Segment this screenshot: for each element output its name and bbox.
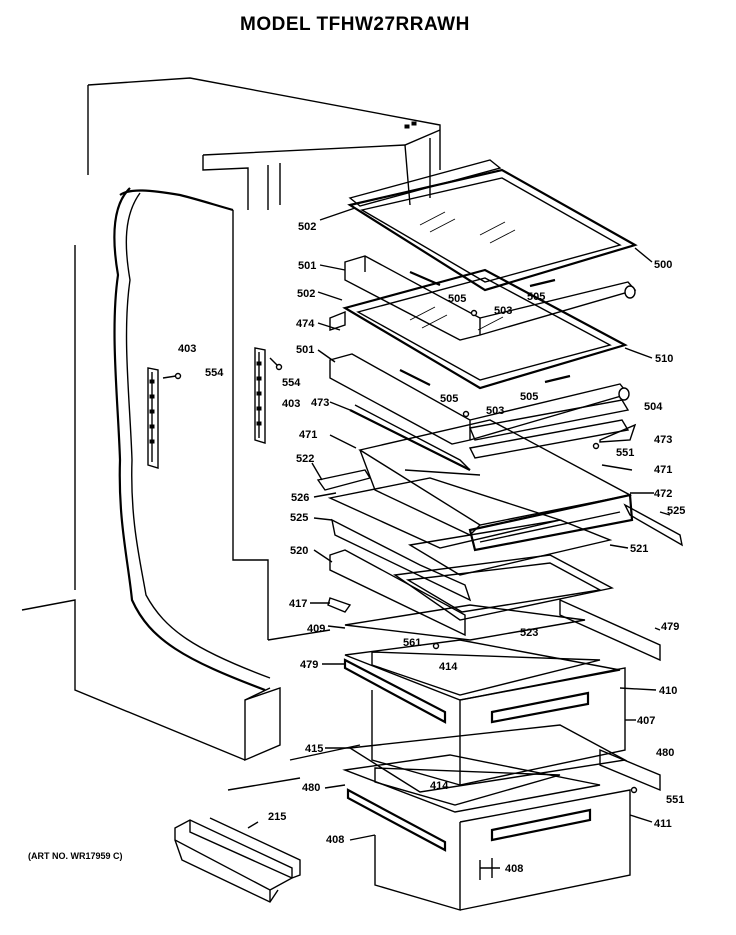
callout-503: 503	[494, 305, 512, 317]
lower-crisper-drawer	[342, 748, 661, 911]
callout-480: 480	[302, 782, 320, 794]
callout-labels: 502 500 501 505 503 505 502 474 510 403 …	[178, 221, 685, 875]
callout-414: 414	[430, 780, 449, 792]
second-glass-shelf	[329, 268, 630, 445]
callout-523: 523	[520, 627, 538, 639]
callout-505: 505	[440, 393, 458, 405]
callout-479: 479	[300, 659, 318, 671]
callout-505: 505	[520, 391, 538, 403]
door-bin	[174, 817, 301, 903]
callout-504: 504	[644, 401, 663, 413]
callout-403: 403	[282, 398, 300, 410]
callout-403: 403	[178, 343, 196, 355]
diagram-title: MODEL TFHW27RRAWH	[240, 14, 470, 35]
callout-554: 554	[282, 377, 301, 389]
shelf-ladder-left	[147, 367, 182, 469]
callout-502: 502	[297, 288, 315, 300]
callout-471: 471	[299, 429, 317, 441]
callout-505: 505	[527, 291, 545, 303]
art-number: (ART NO. WR17959 C)	[28, 851, 123, 861]
callout-407: 407	[637, 715, 655, 727]
callout-408: 408	[505, 863, 523, 875]
callout-411: 411	[654, 818, 672, 830]
callout-505: 505	[448, 293, 466, 305]
deli-drawer-shelf	[349, 399, 637, 552]
callout-525: 525	[667, 505, 685, 517]
callout-414: 414	[439, 661, 458, 673]
callout-474: 474	[296, 318, 315, 330]
upper-crisper-drawer	[343, 639, 628, 793]
callout-215: 215	[268, 811, 286, 823]
callout-473: 473	[311, 397, 329, 409]
callout-410: 410	[659, 685, 677, 697]
callout-409: 409	[307, 623, 325, 635]
callout-472: 472	[654, 488, 672, 500]
callout-471: 471	[654, 464, 672, 476]
callout-526: 526	[291, 492, 309, 504]
crisper-cover	[316, 469, 683, 662]
callout-522: 522	[296, 453, 314, 465]
callout-417: 417	[289, 598, 307, 610]
top-glass-shelf	[344, 159, 638, 341]
callout-551: 551	[666, 794, 684, 806]
callout-503: 503	[486, 405, 504, 417]
callout-473: 473	[654, 434, 672, 446]
callout-480: 480	[656, 747, 674, 759]
callout-415: 415	[305, 743, 323, 755]
shelf-ladder-right	[254, 347, 283, 444]
callout-520: 520	[290, 545, 308, 557]
callout-501: 501	[296, 344, 314, 356]
callout-525: 525	[290, 512, 308, 524]
leader-lines	[247, 207, 671, 869]
callout-479: 479	[661, 621, 679, 633]
callout-561: 561	[403, 637, 421, 649]
cabinet	[21, 77, 441, 791]
callout-501: 501	[298, 260, 316, 272]
callout-500: 500	[654, 259, 672, 271]
callout-521: 521	[630, 543, 648, 555]
callout-502: 502	[298, 221, 316, 233]
callout-510: 510	[655, 353, 673, 365]
callout-551: 551	[616, 447, 634, 459]
callout-554: 554	[205, 367, 224, 379]
callout-408: 408	[326, 834, 344, 846]
